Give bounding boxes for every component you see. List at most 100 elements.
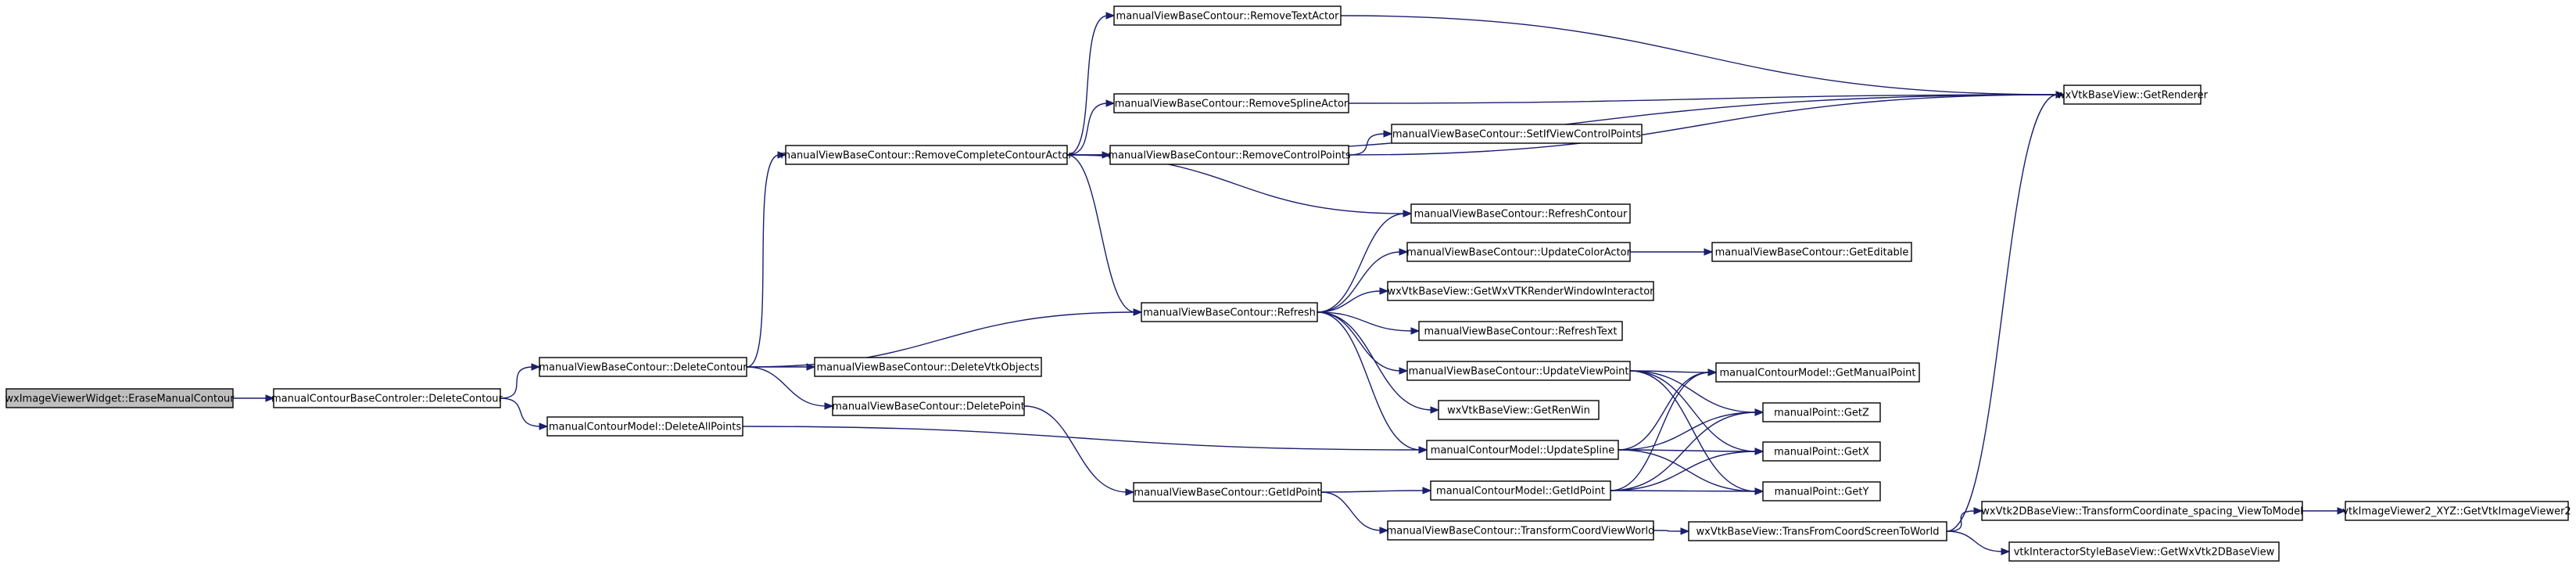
node-box[interactable] xyxy=(785,145,1068,165)
node-label: wxVtkBaseView::GetRenWin xyxy=(1447,405,1590,417)
node-box[interactable] xyxy=(1387,520,1654,541)
graph-node-n27[interactable]: manualPoint::GetY xyxy=(1762,481,1881,501)
node-box[interactable] xyxy=(1406,361,1631,381)
edge-arrowhead xyxy=(1410,327,1421,335)
graph-node-n9[interactable]: manualViewBaseContour::RemoveTextActor xyxy=(1113,5,1342,26)
graph-node-n26[interactable]: manualPoint::GetX xyxy=(1762,441,1881,462)
graph-node-n2[interactable]: manualViewBaseContour::DeleteContour xyxy=(539,357,747,377)
node-label: manualViewBaseContour::SetIfViewControlP… xyxy=(1392,129,1642,141)
node-box[interactable] xyxy=(1406,242,1631,262)
node-box[interactable] xyxy=(1113,93,1349,113)
graph-node-n3[interactable]: manualContourModel::DeleteAllPoints xyxy=(546,416,743,437)
edge-line xyxy=(742,426,1421,451)
edge-arrowhead xyxy=(1754,408,1765,416)
edge-line xyxy=(1023,405,1128,493)
node-box[interactable] xyxy=(539,357,747,377)
graph-node-n22[interactable]: manualViewBaseContour::GetEditable xyxy=(1711,242,1912,262)
edge-n4-n10 xyxy=(1066,99,1116,156)
node-box[interactable] xyxy=(1133,482,1322,502)
edge-n28-n29 xyxy=(1946,507,1983,532)
node-box[interactable] xyxy=(1711,242,1912,262)
graph-node-n13[interactable]: manualViewBaseContour::RefreshContour xyxy=(1410,203,1631,224)
edge-arrowhead xyxy=(539,422,549,430)
node-box[interactable] xyxy=(1762,402,1881,422)
edge-line xyxy=(1348,94,2058,156)
graph-node-n29[interactable]: wxVtk2DBaseView::TransformCoordinate_spa… xyxy=(1981,501,2303,521)
node-label: wxVtkBaseView::GetRenderer xyxy=(2057,90,2209,102)
graph-node-n30[interactable]: vtkImageViewer2_XYZ::GetVtkImageViewer2 xyxy=(2342,501,2571,521)
edge-n14-n22 xyxy=(1630,248,1714,256)
graph-node-n25[interactable]: manualPoint::GetZ xyxy=(1762,402,1881,422)
node-box[interactable] xyxy=(1762,441,1881,462)
edge-n1-n3 xyxy=(500,397,549,430)
edge-n28-n23 xyxy=(1946,91,2065,532)
node-box[interactable] xyxy=(1438,400,1600,420)
edge-arrowhead xyxy=(777,151,787,159)
graph-node-n15[interactable]: wxVtkBaseView::GetWxVTKRenderWindowInter… xyxy=(1387,281,1654,301)
graph-node-n1[interactable]: manualContourBaseControler::DeleteContou… xyxy=(271,388,503,408)
graph-node-n31[interactable]: vtkInteractorStyleBaseView::GetWxVtk2DBa… xyxy=(2008,541,2280,562)
edge-arrowhead xyxy=(1430,406,1440,414)
node-box[interactable] xyxy=(546,416,743,437)
graph-node-n11[interactable]: manualViewBaseContour::RemoveControlPoin… xyxy=(1108,145,1351,165)
graph-node-n8[interactable]: manualViewBaseContour::GetIdPoint xyxy=(1133,482,1322,502)
node-box[interactable] xyxy=(1391,124,1643,144)
node-box[interactable] xyxy=(1715,362,1920,383)
edge-line xyxy=(1629,370,1757,452)
node-label: manualViewBaseContour::GetEditable xyxy=(1715,247,1909,259)
edge-line xyxy=(1317,311,1413,332)
graph-node-n7[interactable]: manualViewBaseContour::DeletePoint xyxy=(832,396,1025,416)
node-box[interactable] xyxy=(1410,203,1631,224)
node-box[interactable] xyxy=(5,388,234,408)
graph-node-n6[interactable]: manualViewBaseContour::DeleteVtkObjects xyxy=(814,357,1042,377)
edge-line xyxy=(1946,530,2004,552)
graph-node-n14[interactable]: manualViewBaseContour::UpdateColorActor xyxy=(1406,242,1632,262)
edge-n5-n18 xyxy=(1317,311,1440,414)
edge-arrowhead xyxy=(2001,548,2011,555)
edge-line xyxy=(1317,311,1433,411)
node-box[interactable] xyxy=(1688,521,1947,541)
node-label: manualViewBaseContour::UpdateColorActor xyxy=(1406,247,1632,259)
graph-node-n17[interactable]: manualViewBaseContour::UpdateViewPoint xyxy=(1406,361,1631,381)
graph-node-n18[interactable]: wxVtkBaseView::GetRenWin xyxy=(1438,400,1600,420)
node-box[interactable] xyxy=(814,357,1042,377)
graph-node-n20[interactable]: manualContourModel::GetIdPoint xyxy=(1430,480,1611,501)
node-box[interactable] xyxy=(1109,145,1349,165)
node-box[interactable] xyxy=(2345,501,2569,521)
node-box[interactable] xyxy=(1981,501,2303,521)
node-box[interactable] xyxy=(1426,440,1619,460)
graph-node-n21[interactable]: manualViewBaseContour::TransformCoordVie… xyxy=(1387,520,1655,541)
graph-node-n4[interactable]: manualViewBaseContour::RemoveCompleteCon… xyxy=(780,145,1073,165)
node-box[interactable] xyxy=(1418,321,1623,341)
node-box[interactable] xyxy=(832,396,1025,416)
node-box[interactable] xyxy=(1430,480,1611,501)
edge-arrowhead xyxy=(1399,367,1409,375)
graph-node-n12[interactable]: manualViewBaseContour::SetIfViewControlP… xyxy=(1391,124,1643,144)
node-box[interactable] xyxy=(2063,84,2202,105)
edge-n5-n19 xyxy=(1317,311,1428,454)
edge-line xyxy=(1618,412,1757,451)
edge-n7-n8 xyxy=(1023,405,1135,496)
node-box[interactable] xyxy=(1113,5,1342,26)
edge-line xyxy=(1320,490,1425,493)
graph-node-n10[interactable]: manualViewBaseContour::RemoveSplineActor xyxy=(1113,93,1349,113)
node-box[interactable] xyxy=(2008,541,2280,562)
graph-node-n28[interactable]: wxVtkBaseView::TransFromCoordScreenToWor… xyxy=(1688,521,1947,541)
node-box[interactable] xyxy=(1387,281,1654,301)
edge-n19-n24 xyxy=(1618,368,1718,451)
node-box[interactable] xyxy=(1762,481,1881,501)
graph-node-n5[interactable]: manualViewBaseContour::Refresh xyxy=(1141,302,1318,322)
graph-node-n16[interactable]: manualViewBaseContour::RefreshText xyxy=(1418,321,1623,341)
node-box[interactable] xyxy=(1141,302,1318,322)
edge-n2-n4 xyxy=(746,151,787,368)
edge-arrowhead xyxy=(806,363,816,371)
graph-node-n0[interactable]: wxImageViewerWidget::EraseManualContour xyxy=(5,388,235,408)
graph-node-n19[interactable]: manualContourModel::UpdateSpline xyxy=(1426,440,1619,460)
edge-line xyxy=(1348,94,2058,104)
edge-n4-n5 xyxy=(1066,154,1143,316)
edge-line xyxy=(1066,154,1136,313)
graph-node-n24[interactable]: manualContourModel::GetManualPoint xyxy=(1715,362,1920,383)
node-box[interactable] xyxy=(273,388,501,408)
graph-node-n23[interactable]: wxVtkBaseView::GetRenderer xyxy=(2057,84,2209,105)
edge-line xyxy=(1610,372,1711,491)
